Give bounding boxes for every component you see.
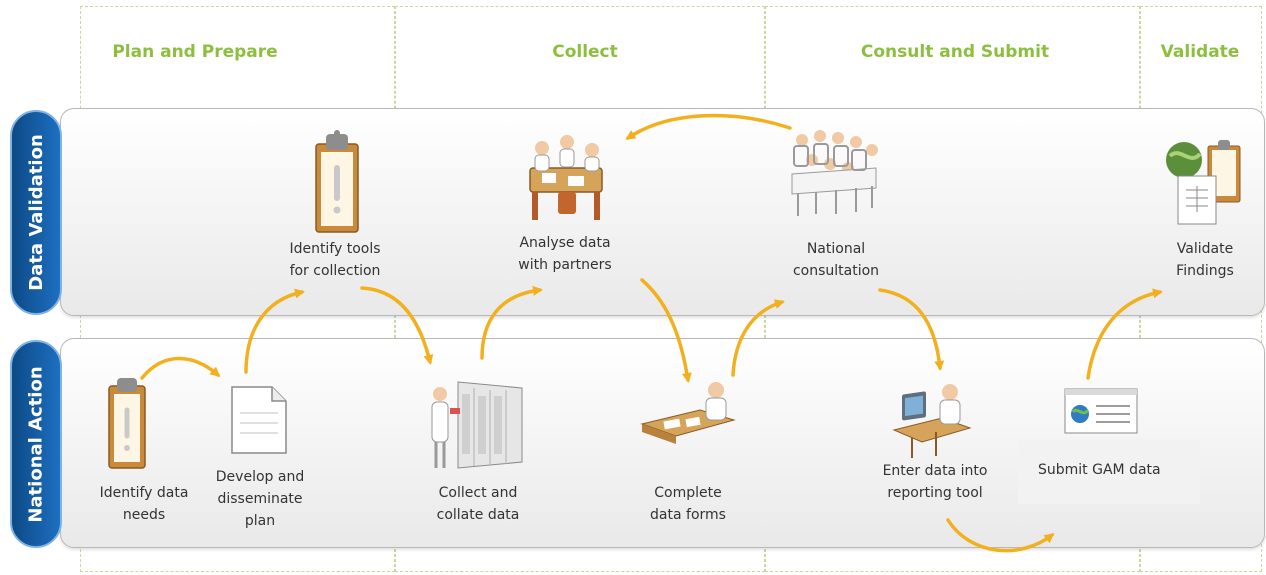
step-identify-data-needs: Identify data needs xyxy=(99,485,189,523)
person-at-desk-icon xyxy=(640,382,736,444)
step-national-consultation: National consultation xyxy=(792,241,880,279)
arrow-tools-to-collect xyxy=(360,286,434,365)
consultation-table-icon xyxy=(791,130,878,216)
lane-band-data-validation xyxy=(60,108,1265,316)
arrow-collect-to-analyse xyxy=(480,285,543,360)
clipboard-icon xyxy=(315,130,359,233)
phase-title-plan: Plan and Prepare xyxy=(112,42,278,62)
step-develop-plan: Develop and disseminate plan xyxy=(215,469,305,529)
step-analyse-data: Analyse data with partners xyxy=(518,235,612,273)
arrow-plan-to-tools xyxy=(244,288,305,374)
phase-title-collect: Collect xyxy=(552,42,618,62)
arrow-analyse-to-forms xyxy=(640,278,692,383)
computer-user-icon xyxy=(892,384,972,458)
arrow-enter-to-submit xyxy=(946,518,1055,553)
arrow-consultation-to-enter xyxy=(878,288,945,371)
arrow-consultation-to-analyse xyxy=(625,113,792,140)
step-submit-gam-label: Submit GAM data xyxy=(1038,462,1161,478)
lane-label-national-action: National Action xyxy=(10,340,62,548)
arrow-forms-to-consultation xyxy=(731,299,785,377)
step-complete-forms: Complete data forms xyxy=(650,485,726,523)
step-enter-data: Enter data into reporting tool xyxy=(882,463,988,501)
document-icon xyxy=(231,386,287,454)
meeting-table-icon xyxy=(529,135,603,220)
phase-title-consult: Consult and Submit xyxy=(860,42,1050,62)
step-validate-findings: Validate Findings xyxy=(1176,241,1234,279)
step-submit-gam: Submit GAM data xyxy=(1018,440,1200,504)
step-collect-collate: Collect and collate data xyxy=(436,485,520,523)
clipboard-icon xyxy=(108,378,146,469)
lane-label-data-validation: Data Validation xyxy=(10,110,62,315)
arrow-needs-to-plan xyxy=(140,356,221,380)
web-form-icon xyxy=(1064,388,1138,434)
server-rack-person-icon xyxy=(431,381,523,469)
validate-documents-icon xyxy=(1166,140,1241,225)
arrow-submit-to-validate xyxy=(1086,288,1163,380)
phase-title-validate: Validate xyxy=(1160,42,1240,62)
step-identify-tools: Identify tools for collection xyxy=(289,241,381,279)
